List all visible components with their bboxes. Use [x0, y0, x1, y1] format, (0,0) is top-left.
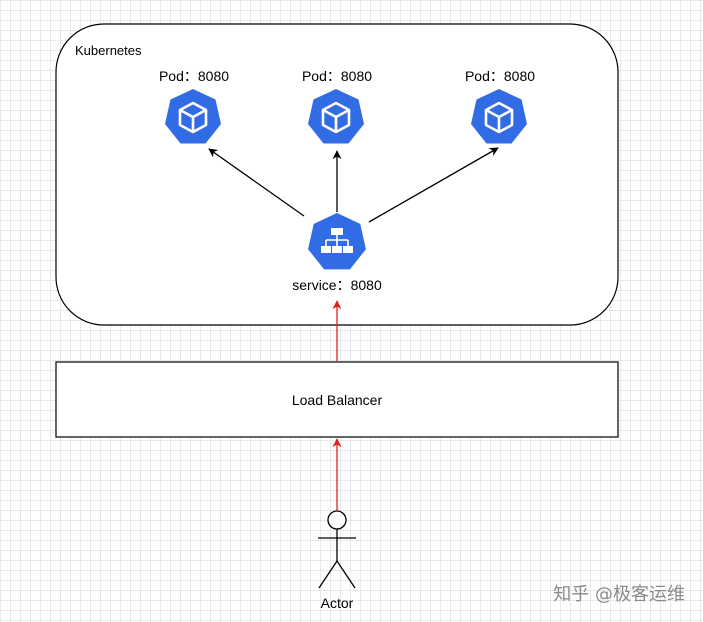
- kubernetes-service-icon: [308, 213, 366, 270]
- pod-node[interactable]: Pod：8080: [465, 68, 535, 144]
- service-node[interactable]: service：8080: [292, 213, 382, 293]
- load-balancer-label: Load Balancer: [292, 392, 383, 408]
- actor-label: Actor: [321, 595, 354, 611]
- pod-node[interactable]: Pod：8080: [302, 68, 372, 144]
- watermark: 知乎 @极客运维: [553, 584, 685, 605]
- load-balancer-box: [55, 361, 619, 438]
- pod-label: Pod：8080: [465, 68, 535, 84]
- actor-node[interactable]: Actor: [318, 510, 356, 611]
- load-balancer-node[interactable]: Load Balancer: [55, 361, 619, 438]
- kubernetes-pod-icon: [165, 89, 221, 144]
- service-label: service：8080: [292, 277, 382, 293]
- edge-service-to-pod-3: [368, 147, 499, 223]
- kubernetes-pod-icon: [471, 89, 527, 144]
- edge-service-to-pod-1: [208, 148, 305, 217]
- kubernetes-pod-icon: [308, 89, 364, 144]
- pod-label: Pod：8080: [159, 68, 229, 84]
- stick-figure-icon: [318, 510, 356, 589]
- pod-node[interactable]: Pod：8080: [159, 68, 229, 144]
- pod-label: Pod：8080: [302, 68, 372, 84]
- cluster-label: Kubernetes: [75, 43, 142, 58]
